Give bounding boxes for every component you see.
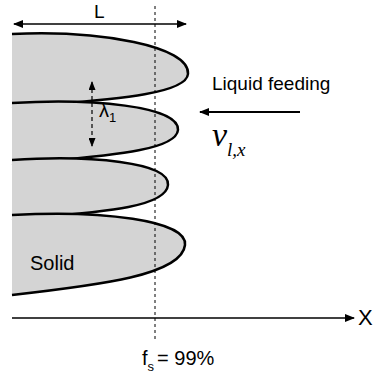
flow-arrow xyxy=(200,111,300,113)
subscript: l,x xyxy=(227,140,245,159)
subscript: 1 xyxy=(109,111,116,124)
fraction-line xyxy=(155,6,156,340)
velocity-symbol: v xyxy=(212,118,227,152)
dendrite-outline xyxy=(12,33,188,108)
spacing-symbol: λ xyxy=(99,100,109,120)
spacing-arrow xyxy=(91,82,92,146)
fraction-value: = 99% xyxy=(157,348,214,368)
dendrite-arm: Solid xyxy=(0,205,200,300)
length-arrow xyxy=(14,23,186,25)
subscript: s xyxy=(148,360,155,373)
axis-label: X xyxy=(358,307,373,329)
dendrite-outline xyxy=(12,158,168,220)
flow-label: Liquid feeding xyxy=(212,74,330,93)
dendrite-arm xyxy=(12,158,168,220)
dendrite-arm xyxy=(12,33,188,108)
dendrite-arm xyxy=(12,102,178,165)
x-axis xyxy=(12,317,354,319)
dendrite-outline xyxy=(12,102,178,165)
dimension-label: L xyxy=(94,2,105,21)
region-label: Solid xyxy=(30,253,74,273)
fraction-symbol: f xyxy=(142,348,148,368)
